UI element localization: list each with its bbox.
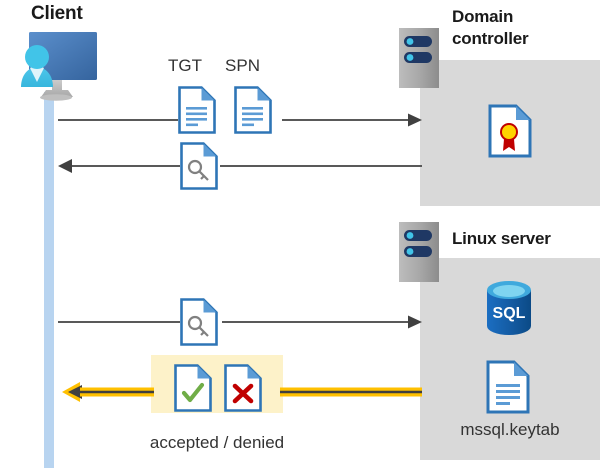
message-line-row4-right	[280, 380, 422, 404]
cross-icon	[232, 383, 254, 404]
client-title: Client	[31, 3, 83, 24]
certificate-document-icon	[488, 104, 532, 158]
keytab-filename-label: mssql.keytab	[460, 420, 560, 439]
text-document-icon	[234, 86, 272, 134]
sql-database-label: SQL	[493, 305, 526, 322]
tgt-label: TGT	[168, 56, 202, 75]
accepted-denied-highlight	[151, 355, 283, 413]
text-document-icon	[178, 86, 216, 134]
user-computer-icon	[4, 24, 102, 104]
linux-server-title: Linux server	[452, 229, 551, 248]
key-document-icon	[180, 298, 218, 346]
accepted-denied-caption: accepted / denied	[149, 433, 285, 452]
message-line-row2-right	[220, 157, 422, 175]
message-line-row1-left	[58, 112, 178, 128]
domain-controller-title-line1: Domain	[452, 7, 514, 26]
text-document-icon	[486, 360, 530, 414]
domain-controller-title: Domain controller	[452, 6, 592, 50]
message-arrow-row3-right	[222, 314, 422, 330]
domain-controller-title-line2: controller	[452, 29, 529, 48]
denied-document-icon	[224, 364, 262, 412]
sql-database-icon: SQL	[483, 280, 535, 336]
key-document-icon	[180, 142, 218, 190]
check-icon	[181, 382, 205, 403]
server-rack-icon	[399, 28, 439, 88]
message-arrow-row2-left	[58, 157, 180, 175]
accepted-document-icon	[174, 364, 212, 412]
spn-label: SPN	[225, 56, 260, 75]
client-lifeline	[44, 92, 54, 468]
message-arrow-row4-left	[58, 380, 154, 404]
message-line-row3-left	[58, 314, 180, 330]
message-arrow-row1-right	[282, 112, 422, 128]
server-rack-icon	[399, 222, 439, 282]
